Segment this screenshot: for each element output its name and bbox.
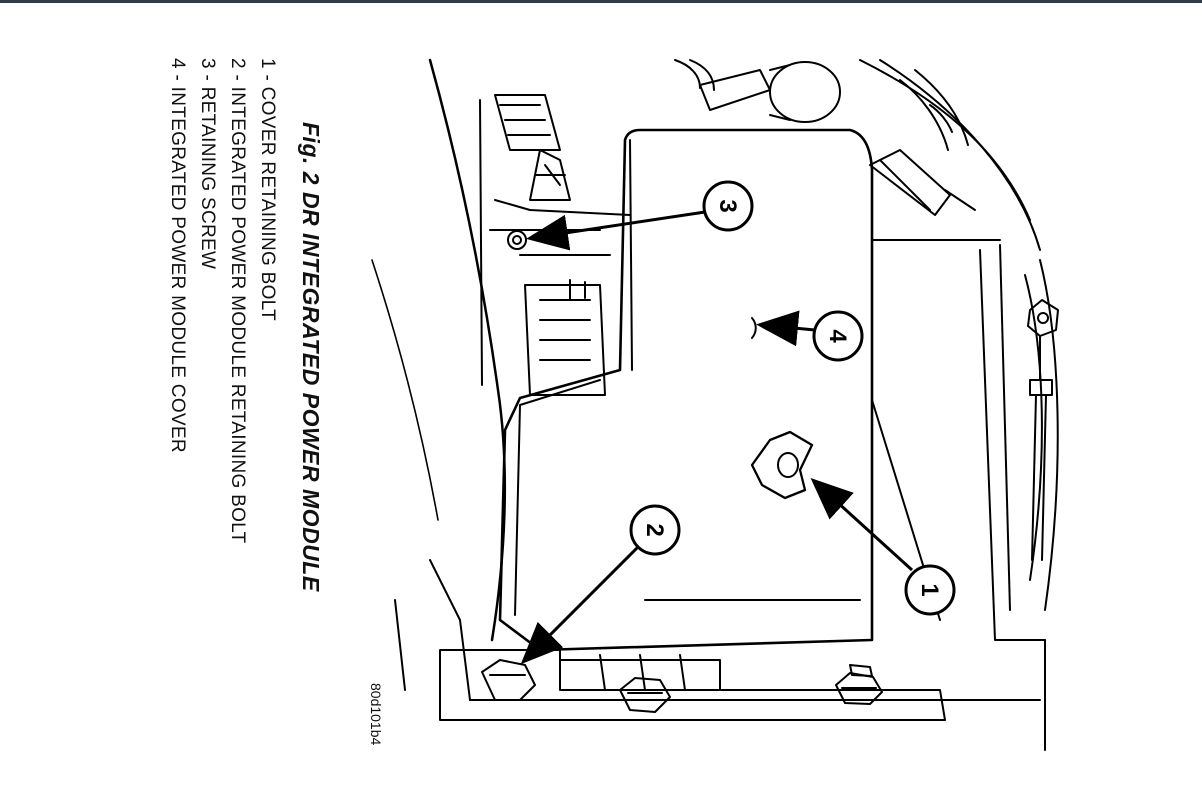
- callout-2-circle: [629, 504, 681, 556]
- callout-3-circle: [702, 180, 754, 232]
- callout-4-circle: [812, 310, 864, 362]
- callout-arrow-4: [756, 310, 816, 347]
- callout-4-label: 4: [824, 329, 851, 343]
- callout-3-label: 3: [714, 199, 741, 212]
- callout-2-label: 2: [641, 523, 668, 536]
- callout-1-label: 1: [916, 583, 943, 596]
- callout-arrow-2: [520, 543, 642, 665]
- callout-1-circle: [904, 564, 956, 616]
- callout-arrow-3: [526, 210, 706, 251]
- top-border-rule: [0, 0, 1202, 3]
- callout-arrow-1: [810, 477, 914, 572]
